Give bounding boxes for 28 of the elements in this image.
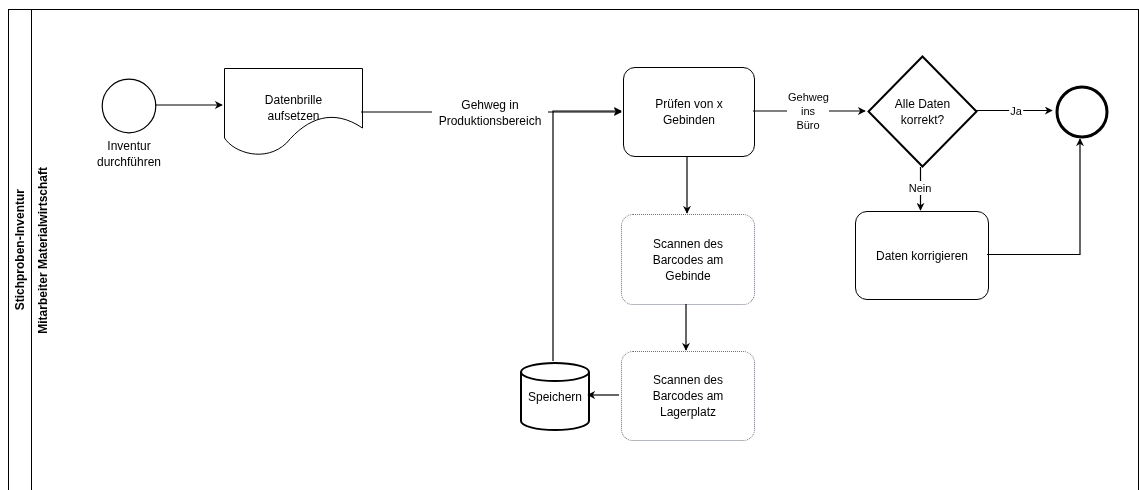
arrow xyxy=(154,101,223,109)
arrow xyxy=(986,138,1084,256)
arrow xyxy=(587,391,620,399)
node-text: Alle Daten korrekt? xyxy=(893,95,952,128)
database-cylinder xyxy=(520,362,590,431)
edge-label: Ja xyxy=(1009,104,1023,118)
edge-label: Nein xyxy=(907,181,933,195)
lane-title: Mitarbeiter Materialwirtschaft xyxy=(37,167,49,334)
arrow xyxy=(682,303,690,351)
decision-diamond xyxy=(867,55,978,168)
lane-title: Stichproben-Inventur xyxy=(14,189,26,311)
node-text: Prüfen von x Gebinden xyxy=(654,96,724,128)
node-text: Scannen des Barcodes am Lagerplatz xyxy=(651,372,725,420)
node-text: Daten korrigieren xyxy=(874,247,969,264)
node-text: Scannen des Barcodes am Gebinde xyxy=(651,235,725,284)
end-event-circle xyxy=(1054,84,1110,140)
process-box xyxy=(621,351,755,441)
arrow xyxy=(683,155,691,214)
start-event-circle xyxy=(101,78,157,134)
node-text: Speichern xyxy=(527,388,582,405)
node-caption: Inventur durchführen xyxy=(95,138,162,170)
node-text: Datenbrille aufsetzen xyxy=(263,92,324,124)
document-shape xyxy=(224,68,363,158)
process-box xyxy=(855,211,989,300)
edge-label: Gehweg ins Büro xyxy=(787,90,829,132)
arrow xyxy=(552,107,622,362)
process-box xyxy=(623,67,755,157)
process-box xyxy=(621,214,755,305)
